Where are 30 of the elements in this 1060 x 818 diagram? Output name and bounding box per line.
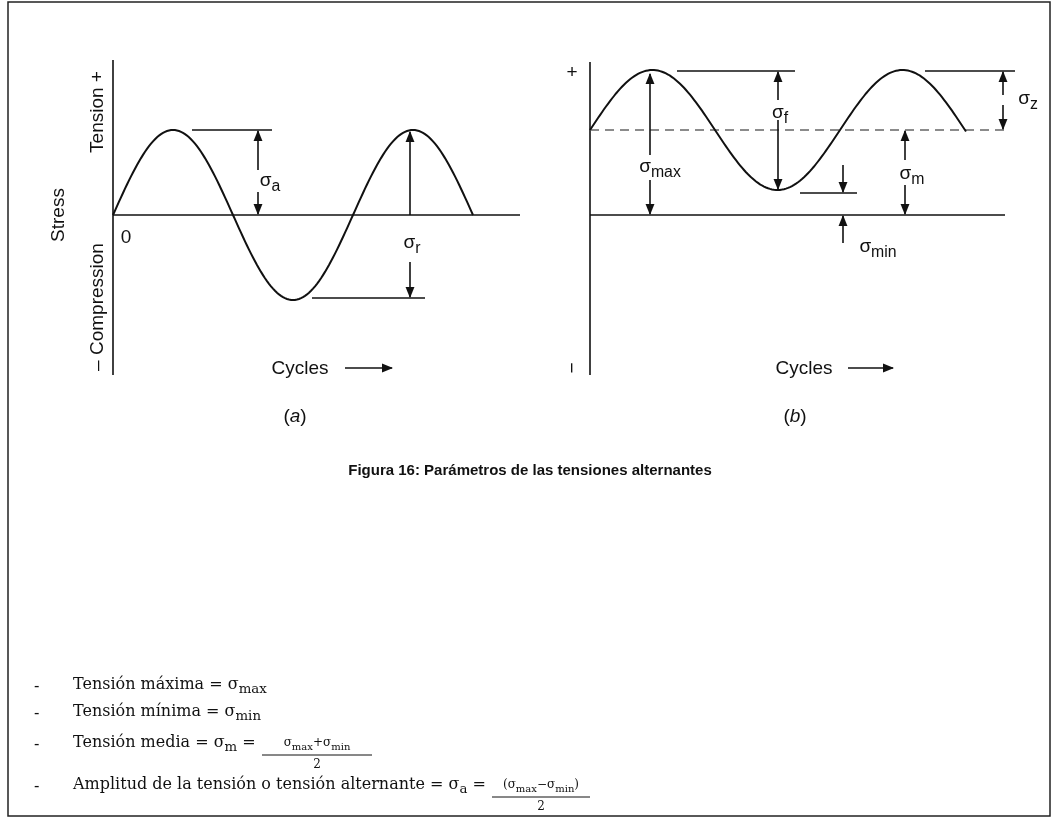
axis-label: Cycles (271, 357, 329, 379)
panel-label: (b) (783, 405, 807, 427)
fraction-denominator: 2 (313, 758, 321, 772)
sign-label: + (566, 61, 578, 83)
dimension-label: σ$_{min}$ (859, 235, 897, 261)
sign-label: − (561, 362, 583, 374)
list-bullet: - (34, 704, 40, 722)
dimension-label: σ$_{max}$ (639, 155, 681, 181)
figure-caption: Figura 16: Parámetros de las tensiones alternantes (348, 461, 712, 479)
formula-line: Tensión mínima = σ$_{min}$ (73, 702, 261, 724)
list-bullet: - (34, 677, 40, 695)
origin-label: 0 (120, 226, 132, 248)
dimension-label: σ$_{r}$ (403, 231, 421, 257)
list-bullet: - (34, 777, 40, 795)
axis-label: Tension + (86, 71, 108, 153)
fraction-numerator: σ$_{max}$+σ$_{min}$ (283, 736, 351, 752)
list-bullet: - (34, 735, 40, 753)
dimension-label: σ$_{a}$ (259, 169, 281, 195)
axis-label: Cycles (775, 357, 833, 379)
fraction-denominator: 2 (537, 800, 545, 814)
dimension-label: σ$_{z}$ (1018, 87, 1038, 113)
formula-line: Tensión media = σ$_{m}$ = (73, 733, 256, 755)
dimension-label: σ$_{m}$ (899, 162, 925, 188)
panel-label: (a) (283, 405, 307, 427)
axis-label: Stress (47, 188, 69, 242)
formula-line: Amplitud de la tensión o tensión alternante = σ$_{a}$ = (73, 775, 486, 797)
axis-label: – Compression (86, 243, 108, 371)
formula-line: Tensión máxima = σ$_{max}$ (73, 675, 267, 697)
dimension-label: σ$_{f}$ (771, 101, 789, 127)
fraction-numerator: (σ$_{max}$−σ$_{min}$) (503, 778, 579, 794)
